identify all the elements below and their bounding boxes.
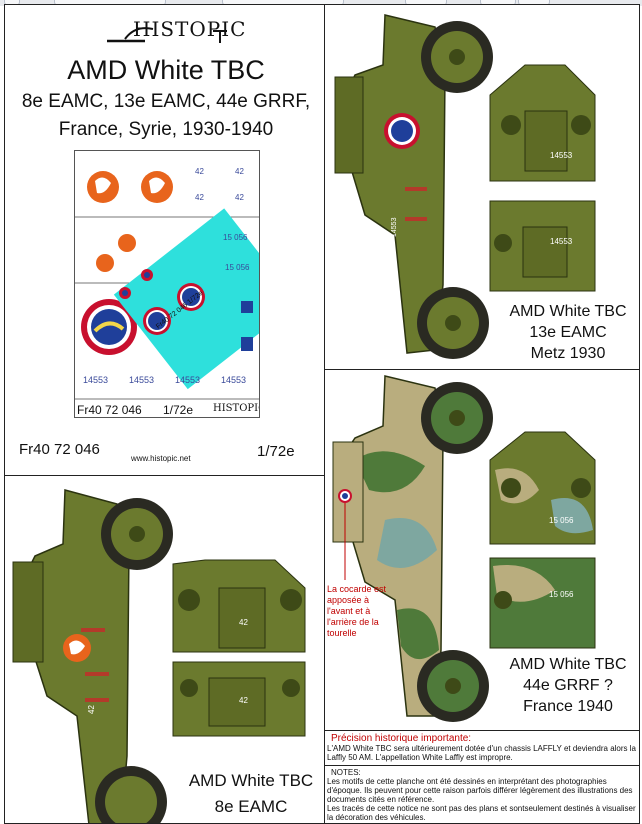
serial-side: 14553: [391, 217, 398, 237]
units-line: 8e EAMC, 13e EAMC, 44e GRRF,: [21, 91, 311, 112]
decal-14553-c: 14553: [175, 375, 201, 385]
variant-8e-caption: AMD White TBC 8e EAMC: [177, 768, 324, 820]
variant-44e-line3: France 1940: [523, 698, 613, 715]
decal-42-b: 42: [235, 167, 244, 176]
notes-panel: Précision historique importante: L'AMD W…: [324, 730, 640, 824]
decal-15056-a: 15 056: [223, 233, 248, 242]
history-text: L'AMD White TBC sera ultérieurement doté…: [327, 744, 636, 762]
variant-13e-line1: AMD White TBC: [509, 303, 627, 320]
notes-title: NOTES:: [331, 768, 361, 777]
variant-panel-44e: 15 056 15 056 La cocarde est apposée à l…: [324, 369, 640, 731]
serial-side-8e: 42: [87, 705, 96, 714]
variant-13e-line3: Metz 1930: [530, 345, 606, 362]
vehicle-drawing-8e: [12, 489, 306, 823]
footer-website: www.histopic.net: [131, 454, 191, 463]
history-title: Précision historique importante:: [331, 733, 472, 744]
variant-44e-line2: 44e GRRF ?: [523, 677, 613, 694]
places-line: France, Syrie, 1930-1940: [58, 119, 274, 140]
page-title: AMD White TBC: [67, 55, 265, 85]
decal-sheet-art: [75, 171, 259, 400]
serial-front-8e: 42: [239, 618, 248, 627]
decal-42-c: 42: [195, 193, 204, 202]
variant-13e-line2: 13e EAMC: [529, 324, 607, 341]
variant-44e-caption: AMD White TBC 44e GRRF ? France 1940: [495, 654, 639, 717]
decal-14553-d: 14553: [221, 375, 247, 385]
serial-rear-44e: 15 056: [549, 590, 574, 599]
footer-reference: Fr40 72 046: [19, 441, 100, 458]
logo-text: HISTOPIC: [133, 17, 247, 41]
histopic-logo: [107, 27, 227, 43]
serial-rear: 14553: [550, 237, 573, 246]
variant-8e-line1: AMD White TBC: [188, 771, 314, 790]
cocarde-callout: La cocarde est apposée à l'avant et à l'…: [327, 584, 387, 638]
decal-42-a: 42: [195, 167, 204, 176]
variant-44e-line1: AMD White TBC: [509, 656, 627, 673]
sheet-logo-text: HISTOPIC: [213, 403, 259, 414]
serial-front-44e: 15 056: [549, 516, 574, 525]
decal-15056-b: 15 056: [225, 263, 250, 272]
title-panel: HISTOPIC AMD White TBC 8e EAMC, 13e EAMC…: [4, 4, 325, 476]
sheet-scale: 1/72e: [163, 403, 194, 417]
notes-text-1: Les motifs de cette planche ont été dess…: [327, 777, 633, 804]
notes-text-2: Les tracés de cette notice ne sont pas d…: [327, 804, 636, 822]
serial-front: 14553: [550, 151, 573, 160]
variant-13e-caption: AMD White TBC 13e EAMC Metz 1930: [495, 301, 639, 364]
serial-rear-8e: 42: [239, 696, 248, 705]
vehicle-drawing-13e: [334, 14, 596, 359]
vehicle-drawing-44e: [332, 375, 596, 722]
decal-14553-b: 14553: [129, 375, 155, 385]
variant-panel-13e: 14553 14553 14553 AMD White TBC 13e EAMC…: [324, 4, 640, 370]
variant-8e-line2: 8e EAMC: [214, 797, 288, 816]
footer-scale: 1/72e: [257, 443, 295, 460]
decal-sheet: 42 42 42 42 15 056 15 056 14553 14553 14…: [74, 150, 260, 418]
sheet-reference: Fr40 72 046: [77, 403, 142, 417]
decal-42-d: 42: [235, 193, 244, 202]
decal-14553-a: 14553: [83, 375, 109, 385]
variant-panel-8e: 42 42 42 AMD White TBC 8e EAMC: [4, 475, 325, 824]
notes-divider: [325, 765, 639, 766]
